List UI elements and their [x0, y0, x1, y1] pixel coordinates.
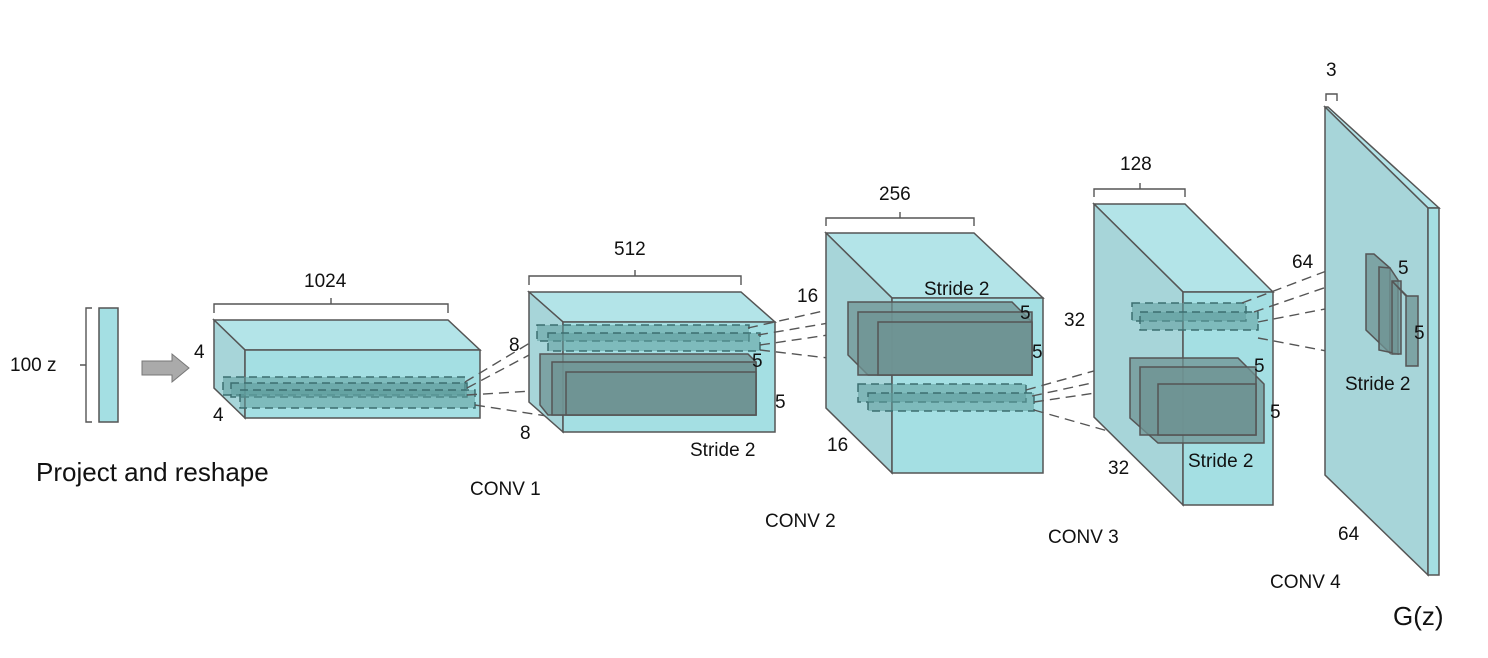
stride-label: Stride 2 [1345, 374, 1410, 395]
height-label: 16 [797, 286, 818, 307]
z-bracket [80, 307, 92, 423]
block-512 [527, 290, 777, 434]
width-label: 32 [1108, 458, 1129, 479]
stride-label: Stride 2 [690, 440, 755, 461]
height-label: 8 [509, 335, 520, 356]
block-128 [1092, 202, 1275, 507]
z-vector [98, 307, 119, 423]
layer-name-conv3: CONV 3 [1048, 527, 1119, 548]
height-label: 4 [194, 342, 205, 363]
layer-name-conv1: CONV 1 [470, 479, 541, 500]
arrow-icon [141, 352, 190, 384]
kernel-size-label: 5 [775, 392, 786, 413]
depth-label-1024: 1024 [304, 271, 347, 292]
layer-name-conv2: CONV 2 [765, 511, 836, 532]
stride-label: Stride 2 [924, 279, 989, 300]
kernel-size-label: 5 [1254, 356, 1265, 377]
height-label: 64 [1292, 252, 1314, 273]
width-label: 4 [213, 405, 224, 426]
depth-label-256: 256 [879, 184, 911, 205]
width-label: 64 [1338, 524, 1360, 545]
block-256 [824, 231, 1045, 475]
width-label: 8 [520, 423, 531, 444]
width-label: 16 [827, 435, 848, 456]
z-label: 100 z [10, 355, 56, 376]
block-output [1323, 105, 1441, 577]
height-label: 32 [1064, 310, 1085, 331]
block-1024 [212, 318, 482, 420]
project-reshape-caption: Project and reshape [36, 457, 269, 487]
depth-label-3: 3 [1326, 60, 1337, 81]
stride-label: Stride 2 [1188, 451, 1253, 472]
kernel-size-label: 5 [1032, 342, 1043, 363]
kernel-size-label: 5 [752, 351, 763, 372]
depth-label-512: 512 [614, 239, 646, 260]
layer-name-conv4: CONV 4 [1270, 572, 1341, 593]
kernel-size-label: 5 [1020, 303, 1031, 324]
kernel-size-label: 5 [1398, 258, 1409, 279]
kernel-size-label: 5 [1414, 323, 1425, 344]
depth-label-128: 128 [1120, 154, 1152, 175]
output-label: G(z) [1393, 601, 1444, 631]
kernel-size-label: 5 [1270, 402, 1281, 423]
